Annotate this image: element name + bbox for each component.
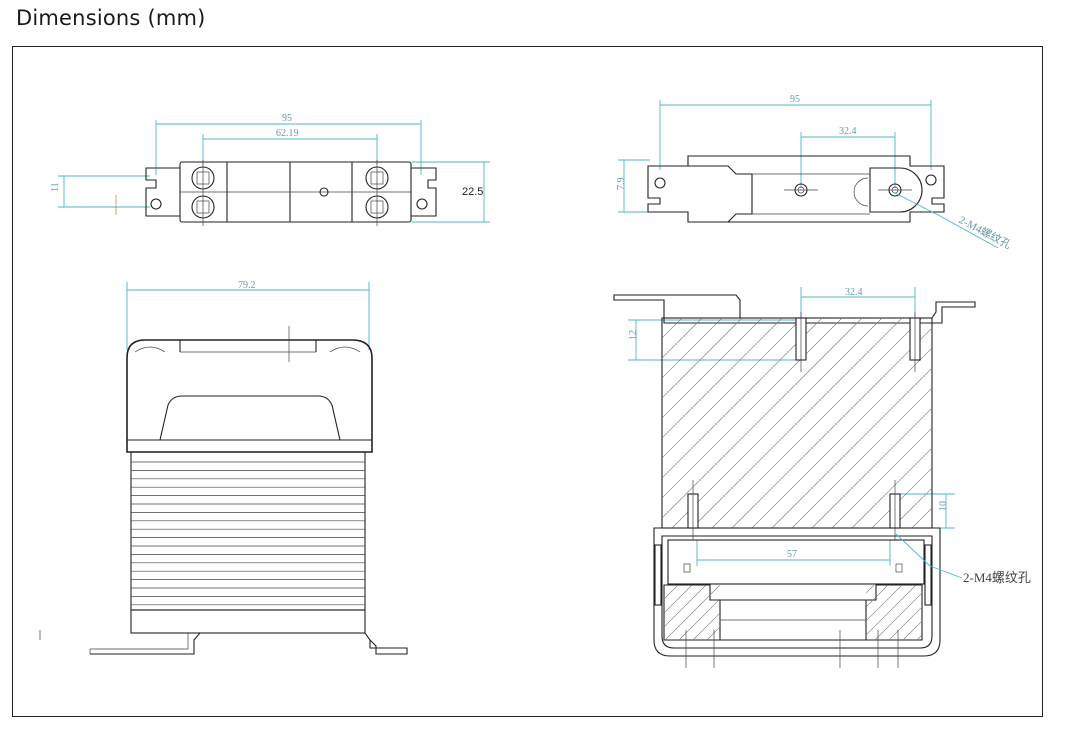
hatch-line: [662, 318, 703, 359]
hatch-line: [952, 318, 1065, 528]
top-right-view: 95 32.4 7.9 2-M4螺纹孔: [616, 94, 1014, 252]
dim-57: 57: [787, 549, 797, 560]
hatch-line: [945, 585, 1000, 640]
hatch-line: [662, 318, 743, 399]
dim-62-19: 62.19: [276, 128, 299, 139]
dim-10: 10: [938, 501, 949, 511]
hatch-line: [662, 318, 803, 459]
dim-32-4-section: 32.4: [845, 287, 863, 298]
hatch-line: [811, 407, 932, 528]
hatch-line: [691, 318, 903, 528]
hatch-line: [734, 585, 791, 640]
hatch-line: [664, 585, 707, 640]
hatch-line: [851, 447, 932, 528]
hatch-line: [751, 347, 932, 528]
callout-m4-top: 2-M4螺纹孔: [957, 212, 1014, 251]
page-title: Dimensions (mm): [16, 6, 206, 30]
heatsink-fins: [131, 461, 365, 606]
hatch-line: [706, 585, 763, 640]
hatch-line: [662, 318, 663, 319]
hatch-line: [860, 585, 917, 640]
hatch-line: [662, 318, 783, 439]
dim-95-top-left: 95: [282, 113, 292, 124]
dim-32-4-top-right: 32.4: [839, 126, 857, 137]
section-right-view: 32.4 12 10 57: [613, 287, 1065, 668]
dim-12: 12: [628, 330, 639, 340]
hatch-line: [791, 387, 932, 528]
hatch-line: [662, 318, 823, 479]
hatch-line: [662, 318, 863, 519]
hatch-line: [891, 487, 932, 528]
hatch-line: [662, 318, 843, 499]
top-left-view: 95 62.19 22.5 11: [50, 113, 490, 226]
hatch-line: [776, 585, 833, 640]
dim-95-top-right: 95: [790, 94, 800, 105]
hatch-line: [832, 585, 889, 640]
dim-11: 11: [50, 182, 61, 192]
front-left-view: 79.2: [39, 280, 408, 655]
hatch-line: [888, 585, 922, 640]
hatch-line: [790, 585, 847, 640]
hatch-line: [662, 318, 683, 339]
hatch-line: [804, 585, 861, 640]
hatch-line: [664, 585, 721, 640]
dim-79-2: 79.2: [238, 280, 256, 291]
hatch-line: [831, 427, 932, 528]
hatch-line: [871, 467, 932, 528]
hatch-line: [664, 585, 679, 640]
dim-7-9: 7.9: [616, 178, 627, 191]
hatch-line: [664, 585, 665, 640]
hatch-line: [662, 318, 763, 419]
hatch-line: [731, 327, 932, 528]
hatch-line: [711, 318, 923, 528]
hatch-line: [664, 585, 693, 640]
hatch-line: [662, 318, 723, 379]
hatch-line: [931, 527, 932, 528]
hatch-line: [931, 585, 986, 640]
drawing-frame: [12, 46, 1043, 717]
hatch-line: [902, 585, 922, 640]
hatch-line: [720, 585, 777, 640]
section-hatch: [662, 318, 1065, 528]
hatch-line: [671, 318, 883, 528]
hatch-line: [911, 507, 932, 528]
dim-22-5: 22.5: [462, 186, 483, 198]
hatch-line: [959, 585, 1014, 640]
callout-m4-section: 2-M4螺纹孔: [963, 570, 1031, 585]
hatch-line: [748, 585, 805, 640]
hatch-line: [678, 585, 735, 640]
hatch-line: [874, 585, 922, 640]
hatch-line: [762, 585, 819, 640]
hatch-line: [771, 367, 932, 528]
hatch-line: [846, 585, 903, 640]
